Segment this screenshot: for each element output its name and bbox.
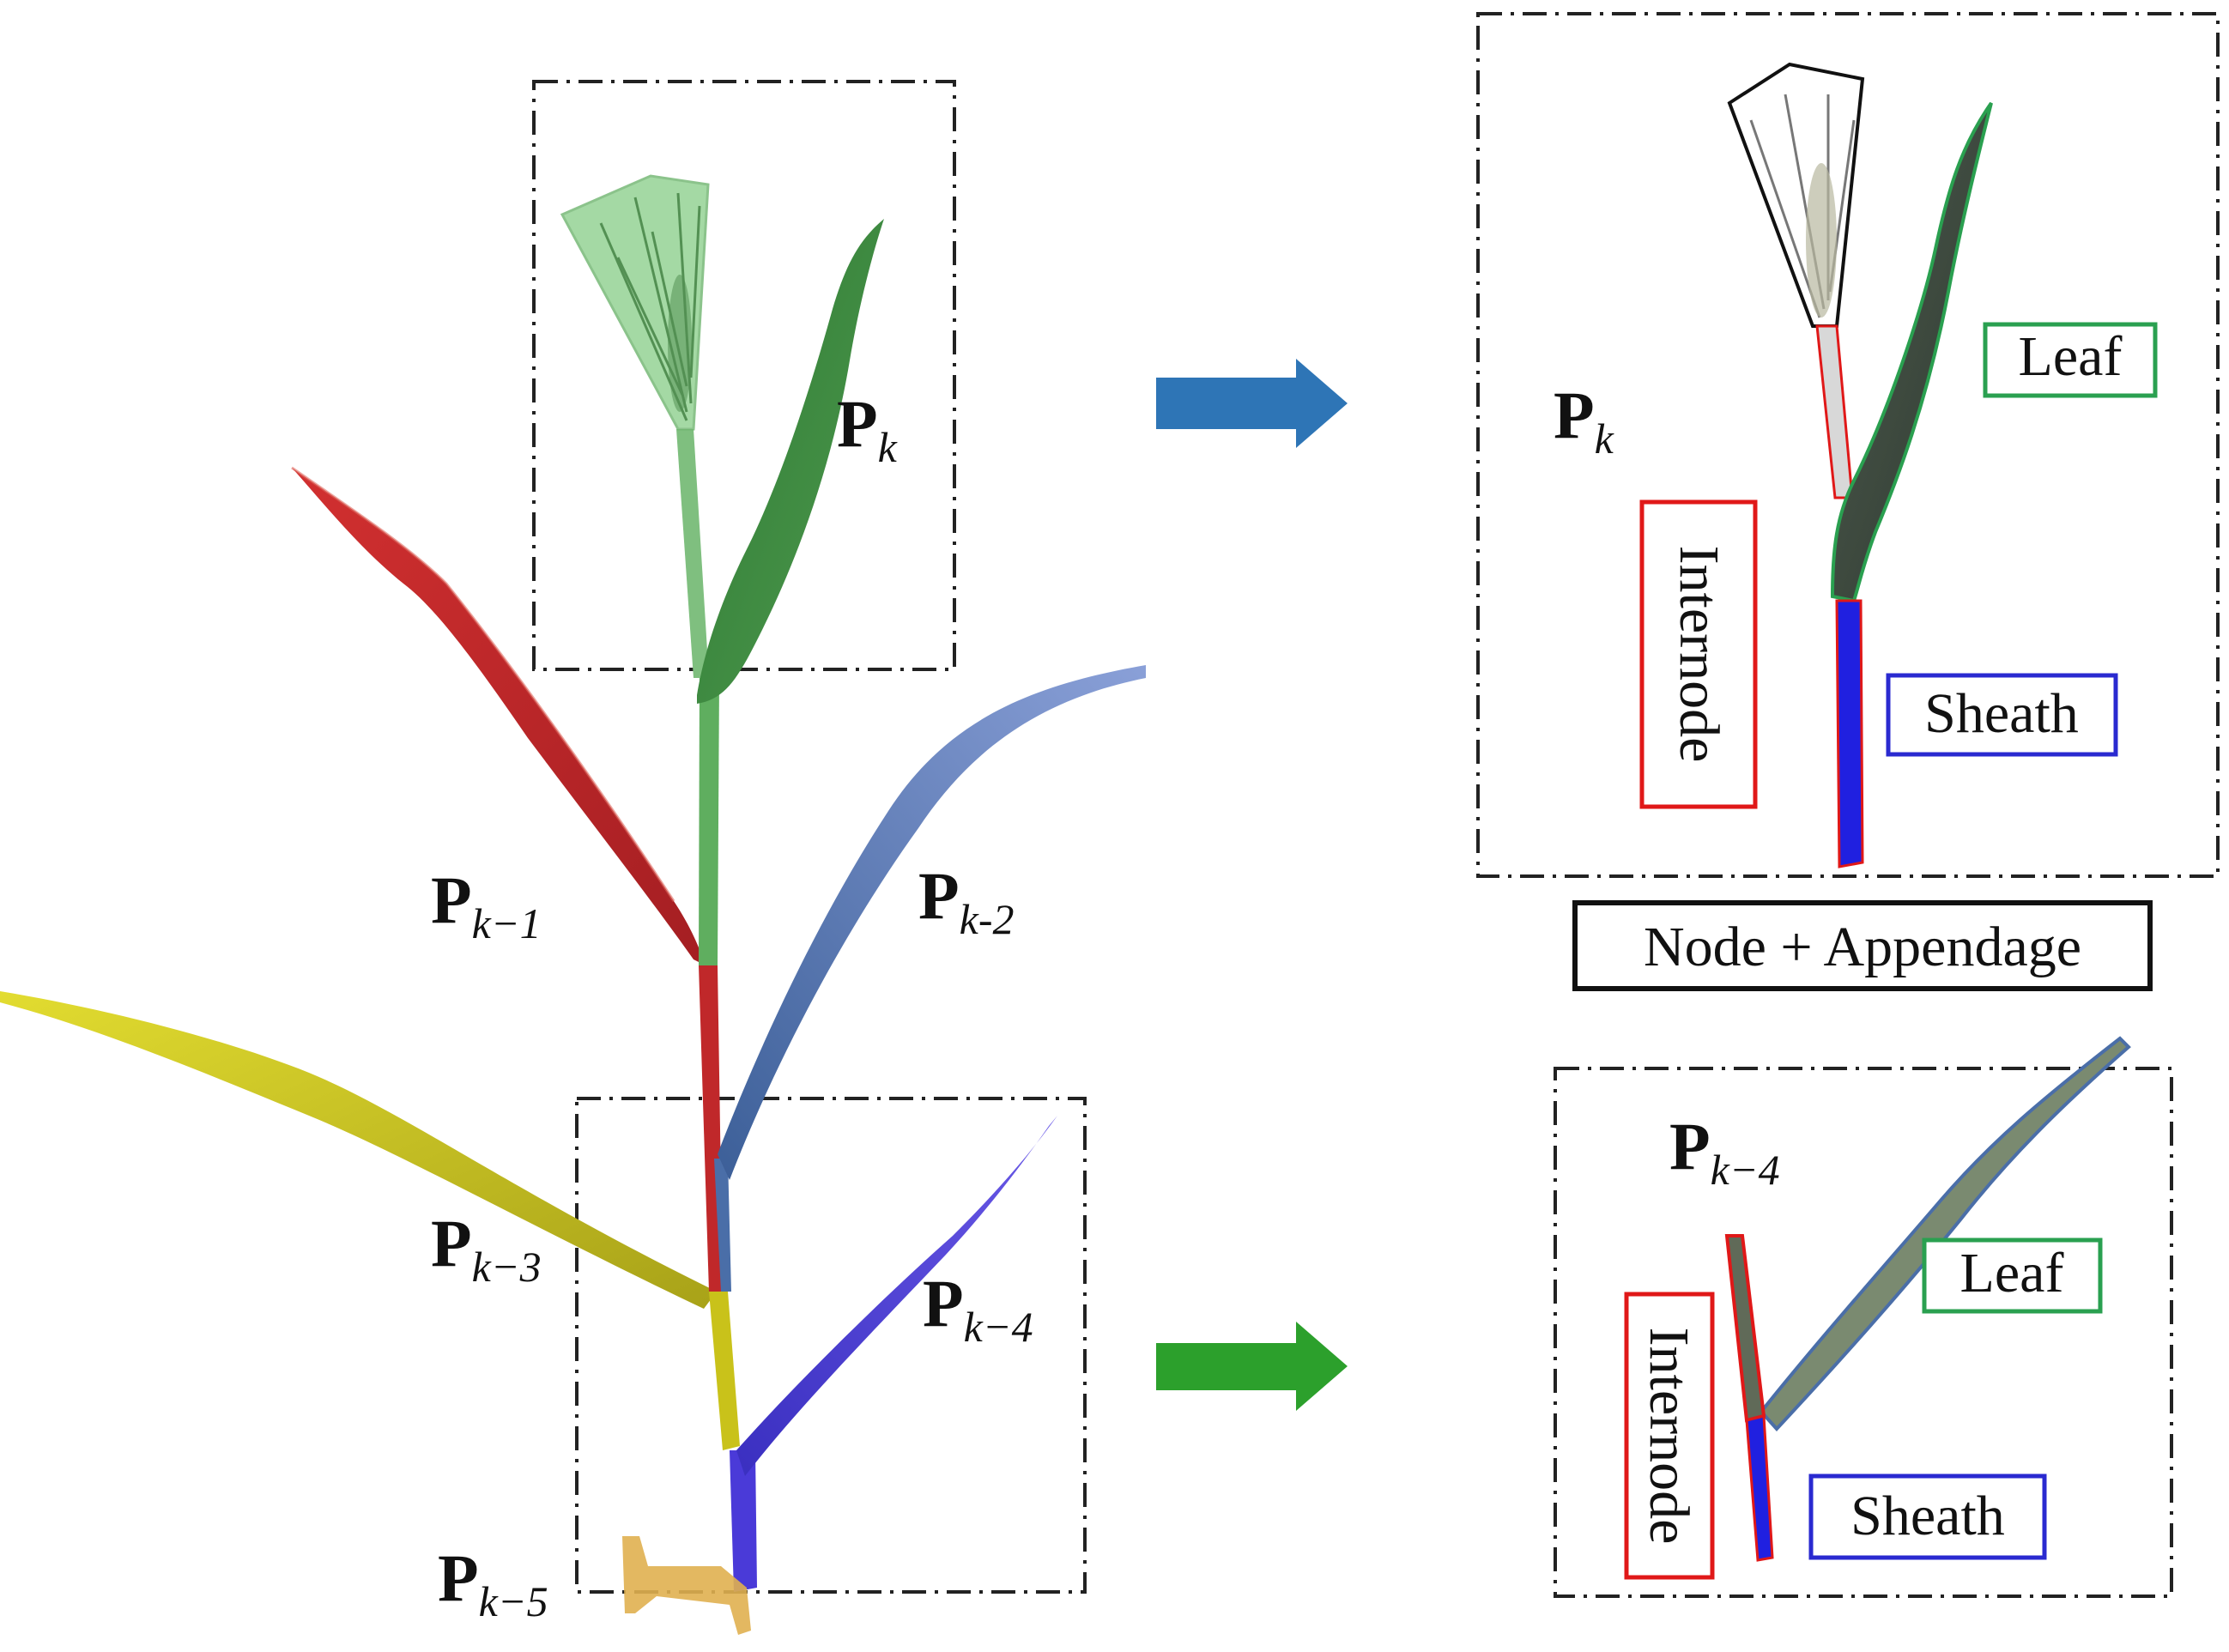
- detail-phytomer-k4: Leaf Sheath Internode Pk−4: [1554, 1036, 2173, 1598]
- arrow-top-icon: [1156, 359, 1348, 448]
- leaf-box-top-label: Leaf: [2019, 325, 2123, 388]
- node-appendage-label: Node + Appendage: [1644, 916, 2081, 978]
- internode-k: [699, 678, 719, 965]
- phytomer-k-selection-box: [532, 80, 956, 671]
- internode-box-top-label: Internode: [1668, 546, 1730, 763]
- label-pk-main: Pk: [837, 386, 898, 471]
- internode-k4: [730, 1450, 757, 1592]
- detail-internode-k4: [1724, 1234, 1766, 1423]
- leaf-k2: [718, 665, 1146, 1180]
- node-appendage-box: [1572, 900, 2153, 991]
- internode-box-top: [1639, 499, 1758, 809]
- base-k5: [622, 1536, 751, 1635]
- sheath-k2: [714, 1159, 731, 1292]
- sheath-box-bottom-label: Sheath: [1850, 1485, 2005, 1547]
- whole-plant: [0, 80, 1146, 1635]
- leaf-k1: [292, 468, 706, 965]
- sheath-box-bottom: [1808, 1473, 2047, 1560]
- leaf-box-bottom: [1922, 1237, 2103, 1314]
- detail-flag-leaf: [1830, 101, 1993, 603]
- label-pk4-main: Pk−4: [923, 1266, 1033, 1351]
- spike-awns-k: [599, 192, 701, 421]
- label-pk2: Pk-2: [918, 858, 1015, 943]
- leaf-k3: [0, 991, 717, 1309]
- arrow-bottom-icon: [1156, 1322, 1348, 1411]
- detail-k4-dashed-box: [1554, 1067, 2173, 1598]
- label-pk1: Pk−1: [431, 862, 542, 947]
- detail-spike-awns: [1749, 94, 1856, 318]
- detail-sheath-k4: [1745, 1414, 1774, 1562]
- phytomer-k4-selection-box: [575, 1097, 1087, 1594]
- sheath-box-top-label: Sheath: [1924, 682, 2079, 745]
- detail-peduncle: [1815, 324, 1854, 499]
- label-pk3: Pk−3: [431, 1206, 542, 1291]
- label-pk5: Pk−5: [438, 1540, 548, 1625]
- internode-k1: [699, 965, 723, 1292]
- detail-k-dashed-box: [1476, 12, 2220, 878]
- sheath-box-top: [1886, 673, 2118, 757]
- detail-phytomer-k: Leaf Sheath Internode Pk: [1476, 12, 2220, 878]
- label-pk4-detail: Pk−4: [1669, 1109, 1780, 1194]
- peduncle-k: [676, 429, 709, 678]
- label-pk-detail: Pk: [1554, 378, 1614, 463]
- detail-leaf-k4: [1759, 1036, 2131, 1431]
- internode-box-bottom-label: Internode: [1638, 1328, 1700, 1545]
- internode-k3: [709, 1292, 740, 1450]
- detail-sheath: [1835, 599, 1864, 868]
- leaf-k4: [736, 1116, 1057, 1476]
- leaf-box-top: [1983, 322, 2158, 398]
- internode-box-bottom: [1624, 1292, 1715, 1580]
- leaf-box-bottom-label: Leaf: [1960, 1242, 2064, 1304]
- flag-leaf-k: [697, 219, 884, 704]
- leaf-k1-edge: [291, 466, 675, 902]
